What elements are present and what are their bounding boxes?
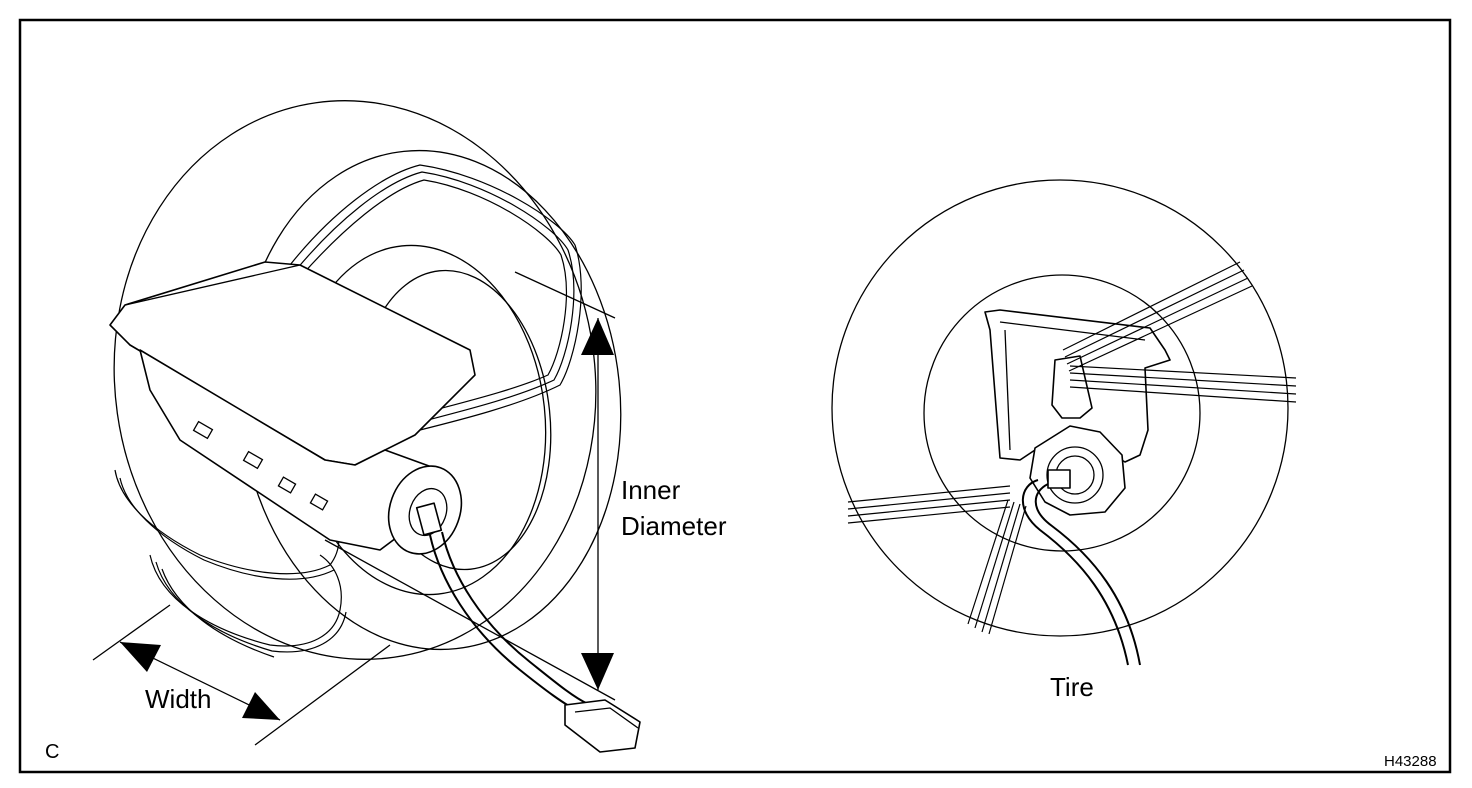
right-illustration: [831, 179, 1297, 666]
figure-id-label: H43288: [1384, 753, 1437, 770]
figure-border: [18, 18, 1452, 774]
front-strap-right: [1069, 365, 1297, 403]
width-arrow-left: [120, 642, 161, 672]
inner-diameter-label-line1: Inner: [621, 475, 681, 505]
view-code-label: C: [45, 741, 59, 763]
housing-slots: [192, 420, 329, 511]
lower-strap: [114, 469, 347, 658]
module-wire-harness: [429, 534, 581, 713]
front-strap-upper-right: [1062, 261, 1253, 372]
airbag-module-lid: [109, 261, 476, 466]
tire-outer-circle: [831, 179, 1289, 637]
front-wire: [1021, 479, 1129, 666]
inner-diameter-arrow-bottom: [581, 653, 614, 690]
inner-diameter-arrow-top: [581, 318, 614, 355]
width-arrow-right: [242, 692, 280, 720]
inner-diameter-dimension: [324, 271, 616, 701]
harness-connector-plug: [564, 699, 641, 753]
left-illustration: Inner Diameter Width: [92, 100, 727, 753]
tire-label: Tire: [1050, 672, 1094, 702]
width-dimension: [92, 604, 391, 746]
upper-strap: [289, 164, 582, 431]
front-strap-left: [847, 485, 1011, 524]
front-strap-lower: [967, 499, 1027, 635]
inner-diameter-label-line2: Diameter: [621, 511, 727, 541]
tire-inner-circle: [923, 274, 1201, 552]
width-label: Width: [145, 684, 211, 714]
